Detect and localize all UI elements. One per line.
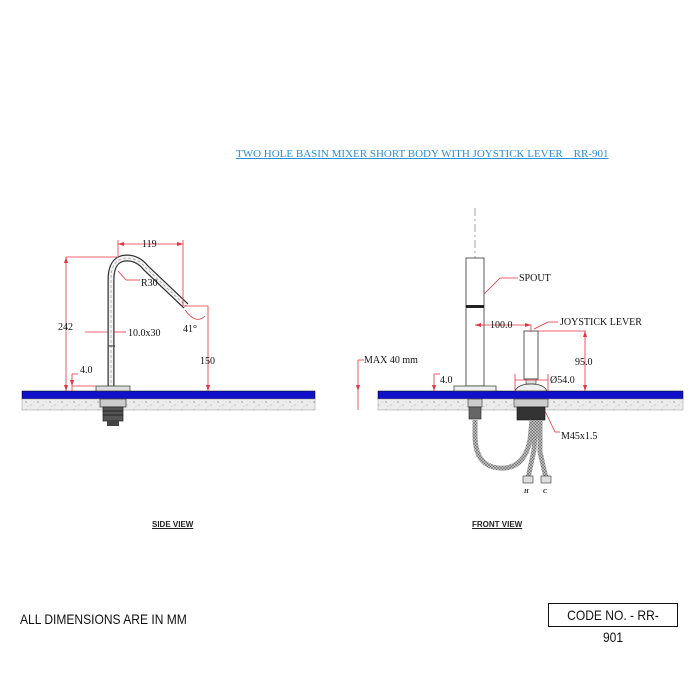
code-number: CODE NO. - RR-901 — [567, 607, 659, 645]
dimensions-note: ALL DIMENSIONS ARE IN MM — [20, 611, 187, 627]
svg-text:SPOUT: SPOUT — [519, 273, 551, 284]
code-number-box: CODE NO. - RR-901 — [548, 603, 678, 645]
front-view-drawing: H C S — [356, 208, 684, 495]
svg-text:C: C — [543, 489, 548, 495]
countertop — [377, 390, 684, 400]
svg-text:41°: 41° — [183, 324, 197, 335]
svg-text:MAX 40 mm: MAX 40 mm — [364, 355, 418, 366]
side-view-label: SIDE VIEW — [152, 520, 194, 529]
svg-text:150: 150 — [200, 356, 215, 367]
svg-text:100.0: 100.0 — [490, 320, 513, 331]
svg-text:Ø54.0: Ø54.0 — [550, 375, 575, 386]
svg-text:95.0: 95.0 — [575, 357, 593, 368]
side-width-dim: 119 — [142, 239, 157, 250]
svg-text:R30: R30 — [141, 278, 158, 289]
drawing-title: TWO HOLE BASIN MIXER SHORT BODY WITH JOY… — [236, 148, 609, 160]
side-height-dim: 242 — [58, 322, 73, 333]
front-view-label: FRONT VIEW — [472, 520, 523, 529]
svg-text:4.0: 4.0 — [440, 375, 453, 386]
svg-text:M45x1.5: M45x1.5 — [561, 431, 597, 442]
side-view-drawing: 119 242 R30 10.0x30 41° 150 4.0 — [21, 239, 316, 426]
stone-slab — [21, 398, 316, 411]
svg-text:10.0x30: 10.0x30 — [128, 328, 161, 339]
svg-text:4.0: 4.0 — [80, 365, 93, 376]
countertop — [21, 390, 316, 400]
svg-text:H: H — [523, 489, 529, 495]
svg-text:JOYSTICK LEVER: JOYSTICK LEVER — [560, 317, 642, 328]
